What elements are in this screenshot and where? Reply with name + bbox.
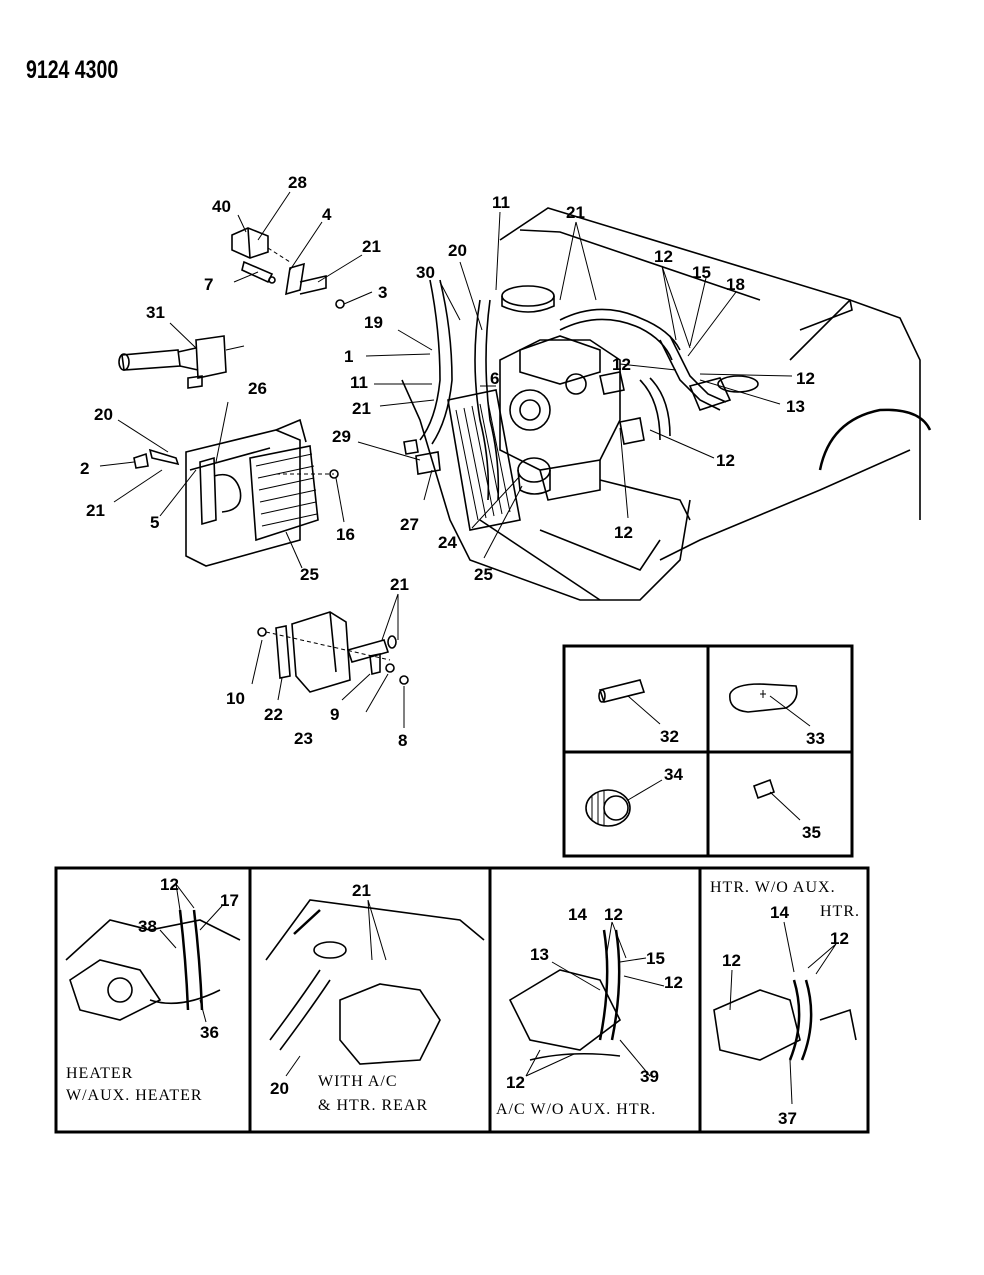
panel-4-caption-line2: HTR. — [820, 903, 860, 920]
panel-captions: HEATER W/AUX. HEATER WITH A/C & HTR. REA… — [66, 879, 860, 1118]
callout-23: 23 — [294, 729, 313, 748]
callout-6: 6 — [490, 369, 499, 388]
callout-12: 12 — [664, 973, 683, 992]
callout-19: 19 — [364, 313, 383, 332]
callout-29: 29 — [332, 427, 351, 446]
callout-21: 21 — [352, 399, 371, 418]
callout-17: 17 — [220, 891, 239, 910]
callout-13: 13 — [786, 397, 805, 416]
callout-2: 2 — [80, 459, 89, 478]
panel-2-caption-line2: & HTR. REAR — [318, 1097, 428, 1114]
callout-1: 1 — [344, 347, 353, 366]
callout-12: 12 — [604, 905, 623, 924]
callout-32: 32 — [660, 727, 679, 746]
callout-7: 7 — [204, 275, 213, 294]
callout-12: 12 — [160, 875, 179, 894]
callout-12: 12 — [716, 451, 735, 470]
callout-16: 16 — [336, 525, 355, 544]
callout-33: 33 — [806, 729, 825, 748]
callout-40: 40 — [212, 197, 231, 216]
callout-12: 12 — [614, 523, 633, 542]
lower-bracket-illustration — [251, 593, 409, 728]
callout-37: 37 — [778, 1109, 797, 1128]
callout-20: 20 — [448, 241, 467, 260]
callout-13: 13 — [530, 945, 549, 964]
callout-21: 21 — [86, 501, 105, 520]
callout-10: 10 — [226, 689, 245, 708]
callout-5: 5 — [150, 513, 159, 532]
callout-11: 11 — [350, 373, 368, 392]
callout-12: 12 — [830, 929, 849, 948]
callout-26: 26 — [248, 379, 267, 398]
callout-4: 4 — [322, 205, 332, 224]
callout-8: 8 — [398, 731, 407, 750]
callout-12: 12 — [654, 247, 673, 266]
callout-34: 34 — [664, 765, 683, 784]
callout-38: 38 — [138, 917, 157, 936]
document-id: 9124 4300 — [26, 56, 119, 84]
callout-30: 30 — [416, 263, 435, 282]
panel-4-caption-line1: HTR. W/O AUX. — [710, 879, 836, 896]
callout-27: 27 — [400, 515, 419, 534]
callout-21: 21 — [352, 881, 371, 900]
callout-14: 14 — [568, 905, 587, 924]
callout-35: 35 — [802, 823, 821, 842]
callout-12: 12 — [722, 951, 741, 970]
callout-28: 28 — [288, 173, 307, 192]
callout-22: 22 — [264, 705, 283, 724]
callout-31: 31 — [146, 303, 165, 322]
callout-12: 12 — [796, 369, 815, 388]
callout-15: 15 — [646, 949, 665, 968]
bracket-assembly-illustration — [231, 191, 373, 309]
parts-grid — [562, 644, 854, 858]
engine-bay-illustration — [357, 207, 932, 601]
callout-18: 18 — [726, 275, 745, 294]
switch-illustration — [118, 322, 245, 389]
panel-2-caption-line1: WITH A/C — [318, 1073, 398, 1090]
callout-11: 11 — [492, 193, 510, 212]
callout-36: 36 — [200, 1023, 219, 1042]
panel-1-caption-line1: HEATER — [66, 1065, 133, 1082]
callout-15: 15 — [692, 263, 711, 282]
callout-9: 9 — [330, 705, 339, 724]
callout-21: 21 — [566, 203, 585, 222]
callout-14: 14 — [770, 903, 789, 922]
callout-3: 3 — [378, 283, 387, 302]
callout-21: 21 — [390, 575, 409, 594]
panel-1-caption-line2: W/AUX. HEATER — [66, 1087, 203, 1104]
callout-12: 12 — [612, 355, 631, 374]
callout-25: 25 — [474, 565, 493, 584]
panel-3-caption-line1: A/C W/O AUX. HTR. — [496, 1101, 656, 1118]
callout-39: 39 — [640, 1067, 659, 1086]
aux-heater-core-illustration — [99, 401, 345, 569]
callout-21: 21 — [362, 237, 381, 256]
callout-20: 20 — [270, 1079, 289, 1098]
callout-12: 12 — [506, 1073, 525, 1092]
detail-panels — [54, 866, 870, 1134]
callout-25: 25 — [300, 565, 319, 584]
callout-24: 24 — [438, 533, 457, 552]
callout-labels: 40 28 4 21 7 3 31 20 26 2 21 5 16 25 11 … — [80, 173, 849, 1128]
callout-20: 20 — [94, 405, 113, 424]
